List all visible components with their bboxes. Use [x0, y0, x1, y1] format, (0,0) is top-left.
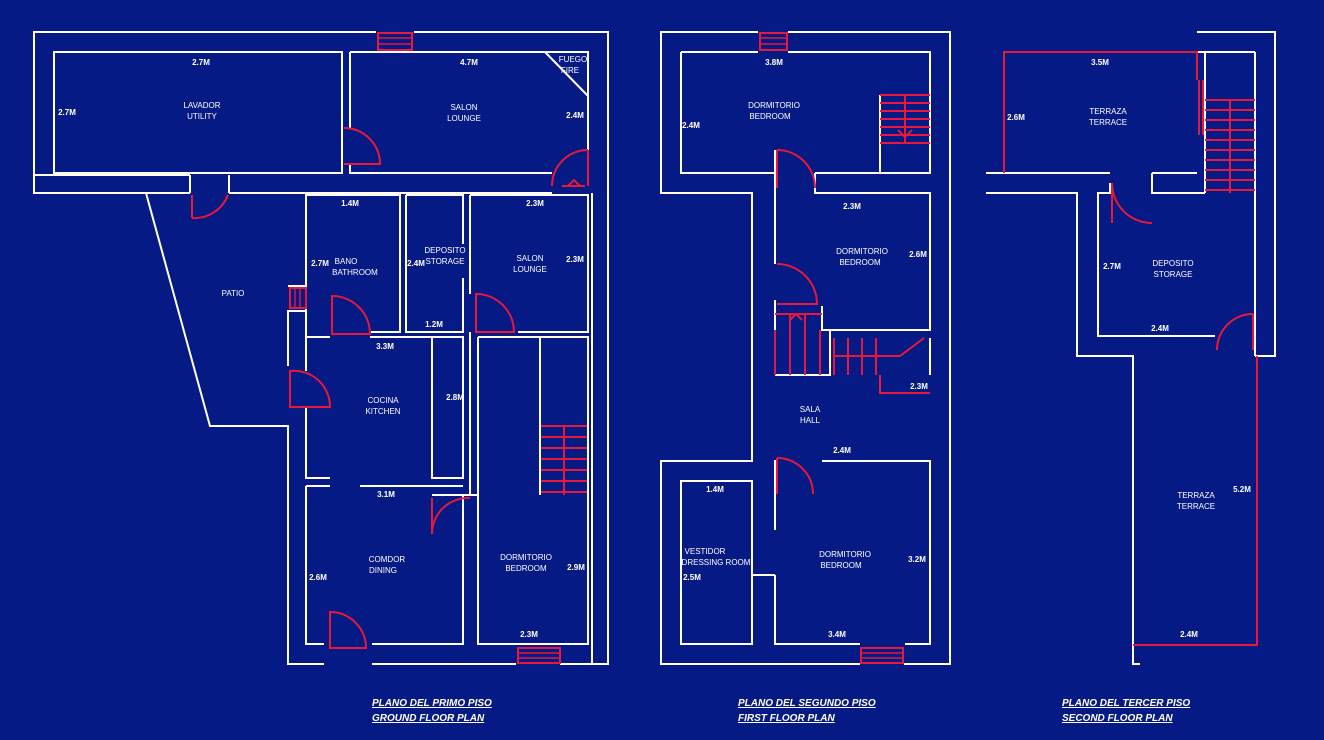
room-label: BEDROOM	[839, 258, 881, 267]
dimension-label: 3.4M	[828, 630, 846, 639]
dimension-label: 2.7M	[58, 108, 76, 117]
first-floor-plan: DORMITORIO BEDROOM DORMITORIO BEDROOM SA…	[660, 31, 951, 724]
dimension-label: 2.7M	[192, 58, 210, 67]
room-label: SALON	[450, 103, 477, 112]
room-label: BATHROOM	[332, 268, 378, 277]
first-floor-openings	[759, 32, 930, 664]
first-floor-caption: PLANO DEL SEGUNDO PISO	[738, 698, 876, 709]
dimension-label: 2.4M	[833, 446, 851, 455]
dimension-label: 2.3M	[843, 202, 861, 211]
dimension-label: 1.4M	[341, 199, 359, 208]
room-label: TERRAZA	[1089, 107, 1127, 116]
dimension-label: 2.4M	[1180, 630, 1198, 639]
dimension-label: 3.1M	[377, 490, 395, 499]
dimension-label: 2.7M	[311, 259, 329, 268]
ground-floor-dimensions: 2.7M 4.7M 2.7M 2.4M 1.4M 2.3M 2.7M 2.4M …	[58, 58, 585, 639]
room-label: DRESSING ROOM	[682, 558, 751, 567]
room-label: DORMITORIO	[819, 550, 871, 559]
room-label: BEDROOM	[820, 561, 862, 570]
ground-floor-walls	[33, 31, 609, 665]
room-label: TERRAZA	[1177, 491, 1215, 500]
second-floor-plan: TERRAZA TERRACE DEPOSITO STORAGE TERRAZA…	[986, 31, 1276, 724]
first-floor-dimensions: 3.8M 2.4M 2.3M 2.6M 2.3M 2.4M 1.4M 2.5M …	[682, 58, 928, 639]
dimension-label: 2.3M	[520, 630, 538, 639]
second-floor-subcaption: SECOND FLOOR PLAN	[1062, 713, 1173, 724]
room-label: BEDROOM	[749, 112, 791, 121]
room-label: PATIO	[222, 289, 245, 298]
dimension-label: 1.2M	[425, 320, 443, 329]
second-floor-walls	[986, 31, 1276, 665]
dimension-label: 2.3M	[910, 382, 928, 391]
room-label: DORMITORIO	[500, 553, 552, 562]
ground-floor-subcaption: GROUND FLOOR PLAN	[372, 713, 485, 724]
room-label: SALA	[800, 405, 821, 414]
room-label: UTILITY	[187, 112, 217, 121]
dimension-label: 4.7M	[460, 58, 478, 67]
dimension-label: 1.4M	[706, 485, 724, 494]
room-label: LAVADOR	[183, 101, 220, 110]
dimension-label: 2.8M	[446, 393, 464, 402]
dimension-label: 3.2M	[908, 555, 926, 564]
room-label: TERRACE	[1089, 118, 1127, 127]
room-label: DINING	[369, 566, 397, 575]
dimension-label: 2.4M	[407, 259, 425, 268]
dimension-label: 3.3M	[376, 342, 394, 351]
room-label: KITCHEN	[365, 407, 400, 416]
dimension-label: 2.3M	[566, 255, 584, 264]
dimension-label: 2.6M	[309, 573, 327, 582]
dimension-label: 2.6M	[1007, 113, 1025, 122]
room-label: SALON	[516, 254, 543, 263]
first-floor-room-labels: DORMITORIO BEDROOM DORMITORIO BEDROOM SA…	[682, 101, 888, 570]
room-label: HALL	[800, 416, 821, 425]
dimension-label: 2.4M	[682, 121, 700, 130]
dimension-label: 2.4M	[566, 111, 584, 120]
second-floor-openings	[1003, 51, 1258, 646]
room-label: BEDROOM	[505, 564, 547, 573]
ground-floor-room-labels: LAVADOR UTILITY SALON LOUNGE FUEGO FIRE …	[183, 55, 587, 575]
room-label: FIRE	[561, 66, 579, 75]
dimension-label: 2.4M	[1151, 324, 1169, 333]
dimension-label: 2.5M	[683, 573, 701, 582]
second-floor-caption: PLANO DEL TERCER PISO	[1062, 698, 1190, 709]
room-label: DEPOSITO	[1152, 259, 1193, 268]
ground-floor-caption: PLANO DEL PRIMO PISO	[372, 698, 492, 709]
ground-floor-openings	[191, 32, 589, 664]
room-label: COMDOR	[369, 555, 406, 564]
room-label: DORMITORIO	[836, 247, 888, 256]
dimension-label: 2.3M	[526, 199, 544, 208]
room-label: COCINA	[367, 396, 399, 405]
second-floor-room-labels: TERRAZA TERRACE DEPOSITO STORAGE TERRAZA…	[1089, 107, 1215, 511]
room-label: BANO	[335, 257, 358, 266]
dimension-label: 2.6M	[909, 250, 927, 259]
room-label: TERRACE	[1177, 502, 1215, 511]
room-label: FUEGO	[559, 55, 587, 64]
room-label: STORAGE	[426, 257, 465, 266]
dimension-label: 3.5M	[1091, 58, 1109, 67]
ground-floor-plan: LAVADOR UTILITY SALON LOUNGE FUEGO FIRE …	[33, 31, 609, 724]
dimension-label: 2.9M	[567, 563, 585, 572]
room-label: VESTIDOR	[685, 547, 726, 556]
dimension-label: 3.8M	[765, 58, 783, 67]
first-floor-subcaption: FIRST FLOOR PLAN	[738, 713, 835, 724]
room-label: DEPOSITO	[424, 246, 465, 255]
room-label: LOUNGE	[513, 265, 547, 274]
dimension-label: 2.7M	[1103, 262, 1121, 271]
dimension-label: 5.2M	[1233, 485, 1251, 494]
room-label: LOUNGE	[447, 114, 481, 123]
room-label: DORMITORIO	[748, 101, 800, 110]
room-label: STORAGE	[1154, 270, 1193, 279]
second-floor-dimensions: 3.5M 2.6M 2.7M 2.4M 5.2M 2.4M	[1007, 58, 1251, 639]
